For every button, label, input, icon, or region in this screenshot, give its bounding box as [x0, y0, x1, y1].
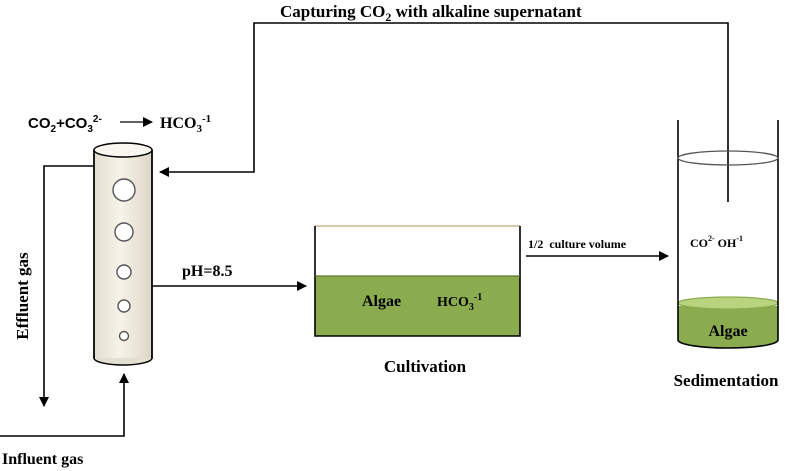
bubble	[118, 330, 130, 342]
gas-bubbles	[112, 178, 136, 342]
sedimentation-tank	[677, 120, 779, 349]
culture-volume-label: 1/2 culture volume	[528, 237, 627, 251]
bubble	[114, 222, 134, 242]
bubble	[117, 299, 131, 313]
bubble	[112, 178, 136, 202]
diagram-title: Capturing CO2 with alkaline supernatant	[280, 2, 582, 24]
effluent-gas-line	[39, 165, 94, 407]
pond-liquid	[315, 276, 520, 336]
tank-algae-label: Algae	[708, 323, 747, 340]
bubble	[116, 264, 132, 280]
pond-algae-label: Algae	[362, 293, 401, 310]
influent-gas-label: Influent gas	[2, 451, 83, 468]
cultivation-label: Cultivation	[384, 357, 467, 376]
ph-label: pH=8.5	[182, 263, 232, 280]
sedimentation-label: Sedimentation	[674, 371, 779, 390]
effluent-gas-label: Effluent gas	[13, 252, 32, 340]
cultivation-pond	[314, 225, 521, 337]
reaction-product: HCO3-1	[160, 113, 211, 135]
reaction-equation: CO2+CO32-	[28, 114, 102, 135]
influent-gas-line	[0, 373, 129, 437]
pond-bicarbonate-label: HCO3-1	[437, 292, 482, 313]
tank-supernatant-label: CO2- OH-1	[690, 234, 743, 250]
recirculation-line	[159, 22, 729, 202]
